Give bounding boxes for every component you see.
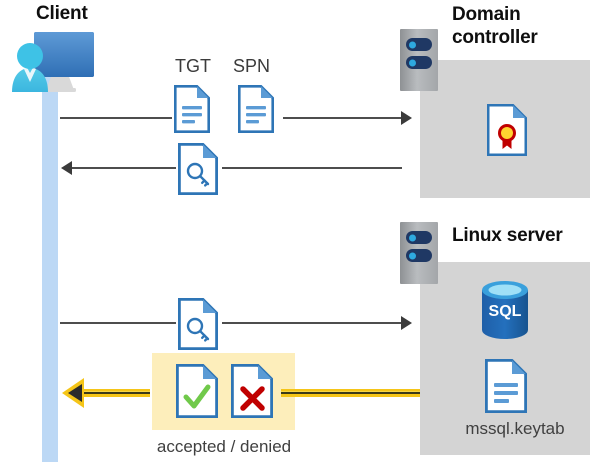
server-rack-icon-linux-server <box>400 222 438 284</box>
flow-request-line-left <box>60 117 172 119</box>
client-lifeline <box>42 72 58 462</box>
flow-present-arrowhead <box>401 316 412 330</box>
check-document-icon <box>176 364 218 418</box>
flow-ticket-arrowhead <box>61 161 72 175</box>
auth-result-caption: accepted / denied <box>156 437 292 456</box>
client-title: Client <box>36 3 88 24</box>
flow-present-line-left <box>60 322 176 324</box>
tgt-document-icon <box>174 85 210 133</box>
keytab-document-icon <box>485 359 527 413</box>
spn-document-icon <box>238 85 274 133</box>
flow-ticket-line-right <box>222 167 402 169</box>
flow-request-arrowhead <box>401 111 412 125</box>
sql-database-label: SQL <box>489 303 522 320</box>
cross-document-icon <box>231 364 273 418</box>
spn-label: SPN <box>233 56 271 76</box>
sql-database-icon: SQL <box>480 281 530 339</box>
keytab-filename-label: mssql.keytab <box>465 419 565 438</box>
flow-present-line-right <box>222 322 401 324</box>
key-document-icon-present <box>178 298 218 350</box>
flow-result-line-right <box>281 389 420 397</box>
flow-result-line-left <box>82 389 150 397</box>
domain-controller-title-line2: controller <box>452 27 538 48</box>
tgt-label: TGT <box>175 56 211 76</box>
domain-controller-title-line1: Domain <box>452 4 521 25</box>
server-rack-icon-domain-controller <box>400 29 438 91</box>
auth-result-highlight-box <box>152 353 295 430</box>
key-document-icon-ticket <box>178 143 218 195</box>
flow-request-line-right <box>283 117 401 119</box>
certificate-document-icon <box>487 104 527 156</box>
domain-controller-title: Domain controller <box>452 3 598 49</box>
flow-result-arrowhead <box>62 378 84 408</box>
client-workstation-user-icon <box>6 24 102 94</box>
flow-ticket-line-left <box>72 167 176 169</box>
linux-server-title: Linux server <box>452 225 563 246</box>
